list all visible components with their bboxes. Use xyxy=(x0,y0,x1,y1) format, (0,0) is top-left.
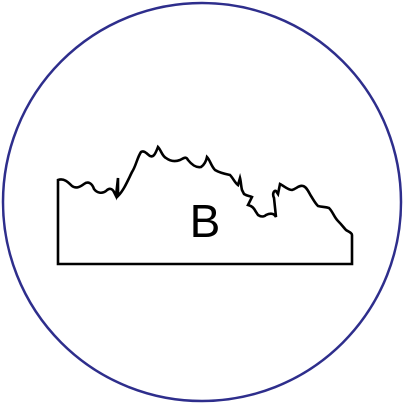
jagged-region-outline xyxy=(56,144,354,266)
region-label: B xyxy=(190,195,221,247)
